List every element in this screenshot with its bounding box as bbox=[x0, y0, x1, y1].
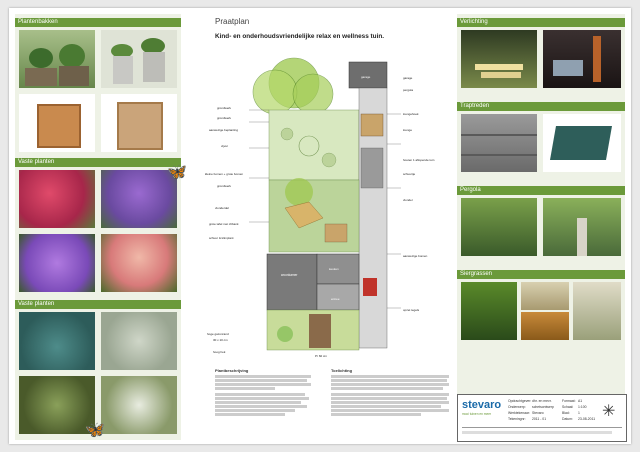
field-value: A1 bbox=[578, 399, 583, 403]
praatplan-heading: Praatplan bbox=[215, 17, 250, 26]
planter-photo-pots bbox=[101, 30, 177, 88]
steps-photo-green-block bbox=[543, 114, 621, 172]
field-value: dhr. en mevr. bbox=[532, 399, 552, 403]
plan-label: grondwerk bbox=[217, 106, 232, 110]
plant-photo-hosta bbox=[19, 312, 95, 370]
plan-label: loungehoek bbox=[403, 112, 419, 116]
section-band-vaste-planten-2: Vaste planten bbox=[15, 300, 181, 309]
section-band-vaste-planten-1: Vaste planten bbox=[15, 158, 181, 167]
pergola-photo-2 bbox=[543, 198, 621, 256]
plan-label: vlonderdel bbox=[215, 206, 229, 210]
plan-label: schuur & klimplant bbox=[209, 236, 234, 240]
plan-label: houten 1 aflopende tuin bbox=[403, 158, 435, 162]
butterfly-icon: 🦋 bbox=[167, 164, 187, 181]
plan-label: lounge bbox=[403, 128, 413, 132]
grass-photo-2 bbox=[521, 282, 569, 310]
plantbeschrijving-title: Plantbeschrijving bbox=[215, 368, 249, 373]
section-band-plantenbakken: Plantenbakken bbox=[15, 18, 181, 27]
field-label: Tekeningnr: bbox=[508, 417, 526, 421]
field-value: 2011 - 01 bbox=[532, 417, 547, 421]
field-label: Schaal: bbox=[562, 405, 574, 409]
field-value: 1:100 bbox=[578, 405, 587, 409]
lighting-photo-wall bbox=[543, 30, 621, 88]
lighting-photo-steps bbox=[461, 30, 537, 88]
steps-photo-stone bbox=[461, 114, 537, 172]
house-label-woonkamer: woonkamer bbox=[281, 273, 298, 277]
stevaro-tagline: mooi tuinen en meer bbox=[462, 412, 492, 416]
field-value: 1 bbox=[578, 411, 580, 415]
plant-photo-grass bbox=[19, 376, 95, 434]
field-label: Onderwerp: bbox=[508, 405, 526, 409]
house-label-keuken: keuken bbox=[329, 267, 339, 271]
pergola-photo-1 bbox=[461, 198, 537, 256]
field-label: Werktekenaar: bbox=[508, 411, 530, 415]
plant-photo-white-flowers bbox=[101, 376, 177, 434]
plan-label: aanwezige bomen bbox=[403, 254, 428, 258]
plan-label: 30 x 10 cm bbox=[213, 338, 228, 342]
house-label-entree: entree bbox=[331, 297, 340, 301]
plan-sheet: Plantenbakken Vaste planten 🦋 Vaste plan… bbox=[9, 8, 631, 444]
left-column: Plantenbakken Vaste planten 🦋 Vaste plan… bbox=[15, 14, 187, 440]
butterfly-icon: 🦋 bbox=[85, 422, 105, 439]
plant-photo-purple bbox=[101, 170, 177, 228]
garden-plan-drawing: garage woonkamer keuken entree bbox=[249, 57, 401, 351]
svg-text:garage: garage bbox=[361, 75, 371, 79]
planter-photo-wooden-2 bbox=[101, 94, 177, 152]
compass-icon: ✳ bbox=[602, 403, 616, 420]
plan-label: hoge gazonrand bbox=[207, 332, 229, 336]
grass-photo-4 bbox=[573, 282, 621, 340]
plan-label: kleine bomen + grote bomen bbox=[205, 172, 244, 176]
plant-photo-pink bbox=[19, 170, 95, 228]
plant-photo-peach bbox=[101, 234, 177, 292]
section-band-verlichting: Verlichting bbox=[457, 18, 625, 27]
field-label: Opdrachtgever: bbox=[508, 399, 532, 403]
plan-label: vlonder bbox=[403, 198, 413, 202]
plan-label: grondwerk bbox=[217, 116, 232, 120]
section-band-pergola: Pergola bbox=[457, 186, 625, 195]
plan-label: hoog hek bbox=[213, 350, 226, 354]
planter-photo-wooden-1 bbox=[19, 94, 95, 152]
plan-label: Pr 60 cm bbox=[315, 354, 328, 358]
plant-photo-silver bbox=[101, 312, 177, 370]
field-value: 23-08-2011 bbox=[578, 417, 596, 421]
field-label: Blad: bbox=[562, 411, 570, 415]
right-column: Verlichting Traptreden Pergola Siergrass… bbox=[457, 14, 625, 394]
plan-label: schuurtje bbox=[403, 172, 416, 176]
grass-photo-3 bbox=[521, 312, 569, 340]
plan-label: grote tafel met zitbank bbox=[209, 222, 239, 226]
plan-label: pergola bbox=[403, 88, 414, 92]
plan-label: grondwerk bbox=[217, 184, 232, 188]
plantbeschrijving-text bbox=[215, 374, 315, 434]
plan-label: vijver bbox=[221, 144, 229, 148]
section-band-siergrassen: Siergrassen bbox=[457, 270, 625, 279]
toelichting-title: Toelichting bbox=[331, 368, 353, 373]
toelichting-text bbox=[331, 374, 451, 434]
grass-photo-1 bbox=[461, 282, 517, 340]
plan-label: aanwezige beplanting bbox=[209, 128, 239, 132]
stevaro-logo: stevaro bbox=[462, 399, 502, 411]
field-label: Formaat: bbox=[562, 399, 576, 403]
field-value: schetsontwerp bbox=[532, 405, 554, 409]
plan-label: garage bbox=[403, 76, 413, 80]
planter-photo-hedges bbox=[19, 30, 95, 88]
plant-photo-lavender bbox=[19, 234, 95, 292]
field-label: Datum: bbox=[562, 417, 573, 421]
field-value: Stevaro bbox=[532, 411, 544, 415]
title-block: stevaro mooi tuinen en meer Opdrachtgeve… bbox=[457, 394, 627, 442]
section-band-traptreden: Traptreden bbox=[457, 102, 625, 111]
praatplan-subtitle: Kind- en onderhoudsvriendelijke relax en… bbox=[215, 33, 385, 40]
plan-label: opzet tegels bbox=[403, 308, 420, 312]
